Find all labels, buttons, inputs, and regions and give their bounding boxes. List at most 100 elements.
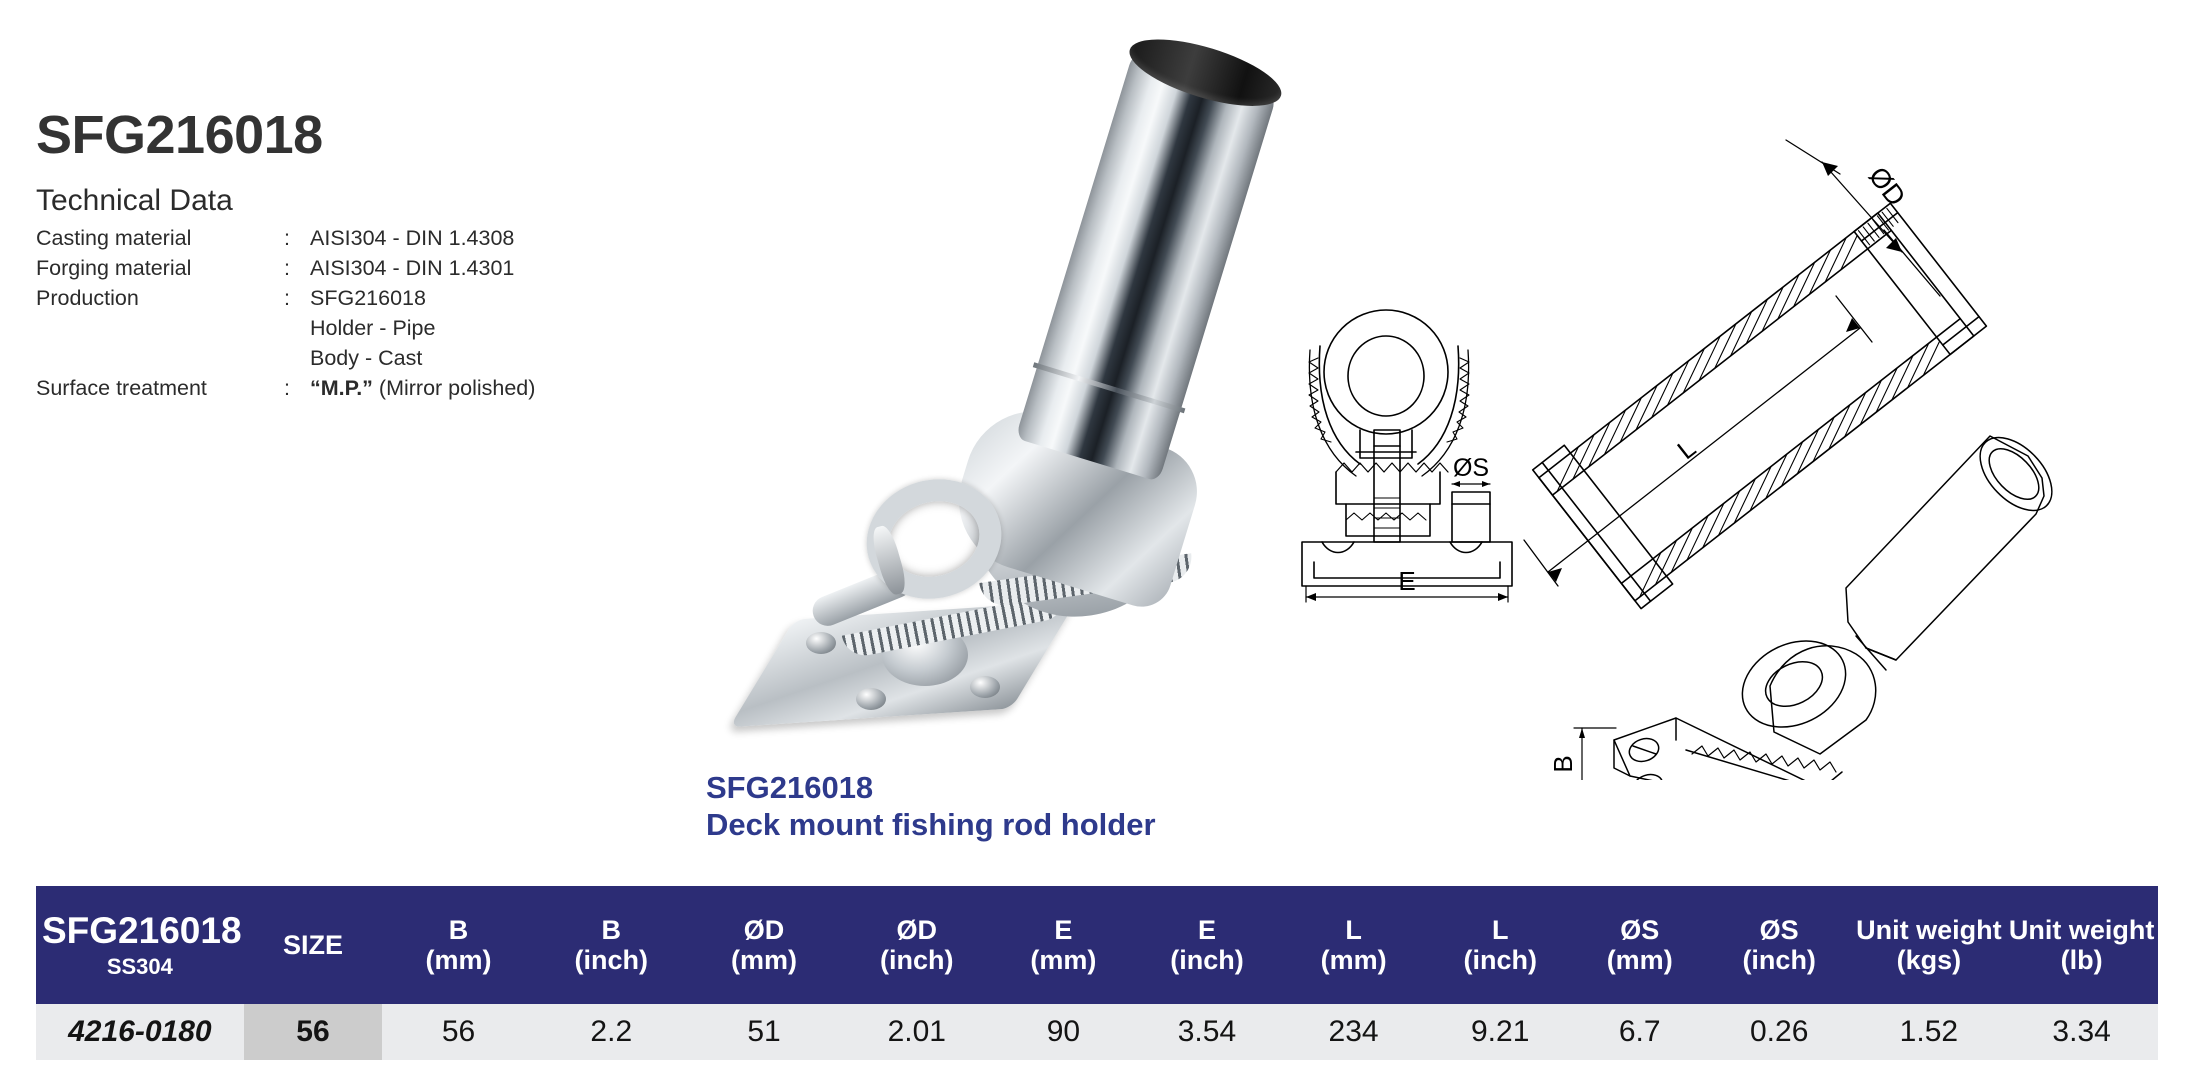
spec-value: AISI304 - DIN 1.4308 bbox=[310, 226, 515, 250]
spec-colon bbox=[284, 313, 310, 343]
spec-label: Production bbox=[36, 286, 139, 310]
mounting-bolt-icon bbox=[970, 676, 1000, 698]
column-header-unit: (inch) bbox=[1170, 945, 1244, 975]
column-header-weight-kgs: Unit weight (kgs) bbox=[1852, 886, 2006, 1004]
dimension-line-outer-diameter bbox=[1785, 139, 1941, 297]
column-header-l-mm: L (mm) bbox=[1280, 886, 1427, 1004]
page-title: SFG216018 bbox=[36, 105, 323, 165]
table-row: 4216-0180 56 56 2.2 51 2.01 90 3.54 234 … bbox=[36, 1004, 2158, 1060]
spec-label bbox=[36, 343, 284, 373]
column-header-name: Unit weight bbox=[1856, 914, 2002, 945]
mounting-bolt-icon bbox=[856, 688, 886, 710]
column-header-unit: (kgs) bbox=[1896, 945, 1962, 975]
column-header-name: ØS bbox=[1620, 914, 1660, 945]
column-header-unit: (inch) bbox=[1463, 945, 1537, 975]
spec-value: AISI304 - DIN 1.4301 bbox=[310, 256, 515, 280]
column-header-e-inch: E (inch) bbox=[1133, 886, 1281, 1004]
technical-data-list: Casting material : AISI304 - DIN 1.4308 … bbox=[36, 223, 535, 403]
column-header-unit: (lb) bbox=[2060, 945, 2103, 975]
cell-od-inch: 2.01 bbox=[840, 1004, 994, 1060]
spec-value: SFG216018 bbox=[310, 286, 426, 310]
column-header-name: E bbox=[1054, 914, 1073, 945]
dimension-label-base-width: B bbox=[1548, 755, 1578, 772]
column-header-od-mm: ØD (mm) bbox=[687, 886, 841, 1004]
column-header-unit: (inch) bbox=[880, 945, 954, 975]
spec-row: Casting material : AISI304 - DIN 1.4308 bbox=[36, 223, 535, 253]
column-header-unit: (mm) bbox=[1320, 945, 1387, 975]
dimension-line-base-length bbox=[1305, 585, 1509, 603]
cell-weight-lb: 3.34 bbox=[2005, 1004, 2158, 1060]
spec-row: Holder - Pipe bbox=[36, 313, 535, 343]
column-header-name: E bbox=[1197, 914, 1216, 945]
spec-row: Body - Cast bbox=[36, 343, 535, 373]
column-header-name: B bbox=[448, 914, 469, 945]
column-header-name: Unit weight bbox=[2008, 914, 2155, 945]
column-header-name: L bbox=[1345, 914, 1362, 945]
spec-colon: : bbox=[284, 286, 290, 310]
column-header-name: SIZE bbox=[282, 929, 343, 960]
mounting-bolt-icon bbox=[806, 632, 836, 654]
product-caption: SFG216018 Deck mount fishing rod holder bbox=[706, 770, 1156, 843]
caption-description: Deck mount fishing rod holder bbox=[706, 806, 1156, 842]
column-header-od-inch: ØD (inch) bbox=[840, 886, 994, 1004]
dimension-label-base-length: E bbox=[1398, 566, 1415, 596]
product-photo-stage bbox=[660, 20, 1300, 760]
technical-drawings: L ØD bbox=[1300, 100, 2188, 780]
column-header-b-mm: B (mm) bbox=[382, 886, 535, 1004]
dimension-line-base-width bbox=[1573, 727, 1617, 780]
column-header-unit: (inch) bbox=[574, 945, 649, 975]
cell-l-inch: 9.21 bbox=[1426, 1004, 1574, 1060]
cell-e-mm: 90 bbox=[993, 1004, 1134, 1060]
header-product-code: SFG216018 bbox=[42, 909, 242, 951]
isometric-view bbox=[1613, 435, 2053, 780]
column-header-name: ØD bbox=[896, 914, 938, 945]
column-header-name: L bbox=[1491, 914, 1509, 945]
technical-data-heading: Technical Data bbox=[36, 184, 233, 217]
spec-row: Surface treatment : “M.P.” (Mirror polis… bbox=[36, 373, 535, 403]
column-header-weight-lb: Unit weight (lb) bbox=[2005, 886, 2158, 1004]
section-view-tube bbox=[1531, 202, 1988, 610]
column-header-b-inch: B (inch) bbox=[534, 886, 688, 1004]
spec-label bbox=[36, 313, 284, 343]
spec-label: Surface treatment bbox=[36, 376, 207, 400]
spec-label: Casting material bbox=[36, 226, 192, 250]
column-header-name: ØD bbox=[743, 914, 785, 945]
cell-l-mm: 234 bbox=[1280, 1004, 1427, 1060]
spec-colon: : bbox=[284, 376, 290, 400]
spec-value-surface: “M.P.” (Mirror polished) bbox=[310, 373, 535, 403]
cell-e-inch: 3.54 bbox=[1133, 1004, 1281, 1060]
spec-colon bbox=[284, 343, 310, 373]
cell-os-mm: 6.7 bbox=[1573, 1004, 1706, 1060]
column-header-name: B bbox=[601, 914, 622, 945]
dimension-table: SFG216018 SS304 SIZE B (mm) B (inch) ØD … bbox=[36, 886, 2158, 1060]
column-header-unit: (mm) bbox=[1606, 945, 1673, 975]
dimension-label-length: L bbox=[1672, 433, 1702, 466]
column-header-unit: (mm) bbox=[731, 945, 798, 975]
column-header-name: ØS bbox=[1759, 914, 1799, 945]
column-header-os-inch: ØS (inch) bbox=[1705, 886, 1853, 1004]
column-header-e-mm: E (mm) bbox=[993, 886, 1134, 1004]
header-product-cell: SFG216018 SS304 bbox=[36, 886, 244, 1004]
spec-colon: : bbox=[284, 256, 290, 280]
cell-od-mm: 51 bbox=[687, 1004, 841, 1060]
cell-weight-kgs: 1.52 bbox=[1852, 1004, 2006, 1060]
spec-value: Holder - Pipe bbox=[310, 316, 436, 340]
column-header-size: SIZE bbox=[243, 886, 383, 1004]
dimension-label-outer-diameter: ØD bbox=[1863, 161, 1912, 211]
cell-b-inch: 2.2 bbox=[534, 1004, 688, 1060]
column-header-unit: (mm) bbox=[425, 945, 492, 975]
column-header-l-inch: L (inch) bbox=[1426, 886, 1574, 1004]
cell-b-mm: 56 bbox=[382, 1004, 535, 1060]
spec-colon: : bbox=[284, 226, 290, 250]
header-product-material: SS304 bbox=[106, 954, 173, 980]
dimension-table-wrap: SFG216018 SS304 SIZE B (mm) B (inch) ØD … bbox=[36, 886, 2158, 1060]
column-header-unit: (inch) bbox=[1742, 945, 1816, 975]
cell-size: 56 bbox=[243, 1004, 383, 1060]
column-header-os-mm: ØS (mm) bbox=[1573, 886, 1706, 1004]
surface-treatment-rest: (Mirror polished) bbox=[372, 376, 536, 400]
holder-tube-graphic bbox=[1015, 25, 1289, 482]
spec-label: Forging material bbox=[36, 256, 192, 280]
spec-value: Body - Cast bbox=[310, 346, 423, 370]
spec-row: Forging material : AISI304 - DIN 1.4301 bbox=[36, 253, 535, 283]
dimension-line-length bbox=[1523, 295, 1873, 587]
